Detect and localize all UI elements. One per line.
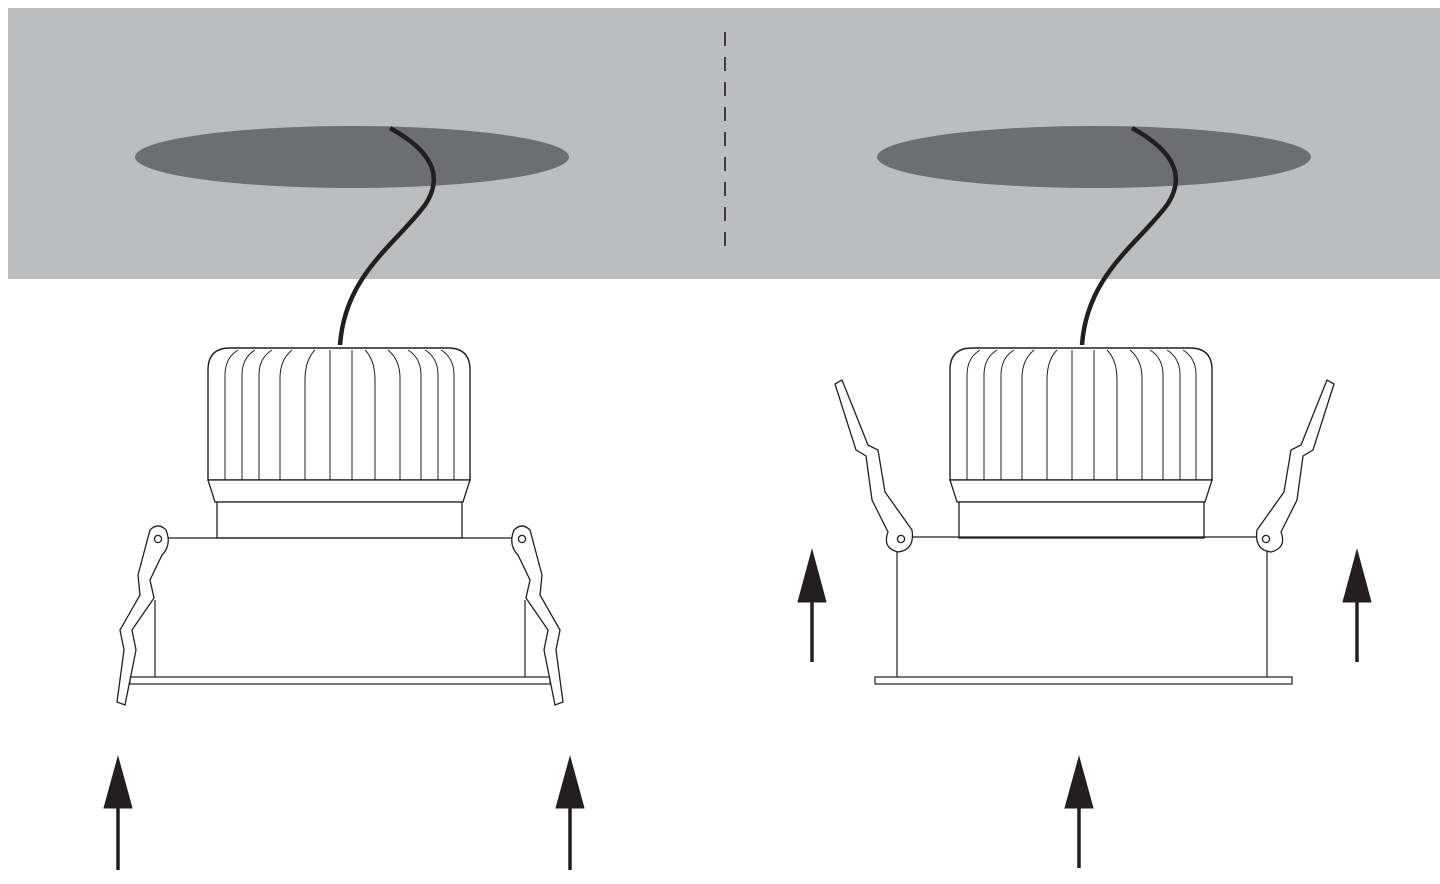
trim-body-right: [874, 536, 1293, 685]
ceiling-cutout-right: [877, 126, 1311, 188]
trim-body-left: [129, 537, 551, 685]
spring-clip-left-1: [116, 525, 169, 706]
heat-sink-right: [949, 347, 1213, 539]
ceiling-cutout-left: [135, 126, 569, 188]
push-arrow: [103, 755, 133, 870]
heat-sink-left: [207, 347, 471, 539]
push-arrow: [1342, 548, 1372, 662]
step-1-panel: [103, 126, 585, 870]
push-arrow: [555, 755, 585, 870]
power-cable-left: [337, 126, 437, 346]
step-2-panel: [797, 126, 1372, 868]
power-cable-right: [1079, 126, 1179, 346]
spring-clip-left-2: [511, 525, 564, 706]
push-arrow: [797, 548, 827, 662]
push-arrow: [1064, 755, 1094, 868]
spring-clip-right-2: [1255, 379, 1335, 553]
spring-clip-right-1: [834, 379, 914, 553]
